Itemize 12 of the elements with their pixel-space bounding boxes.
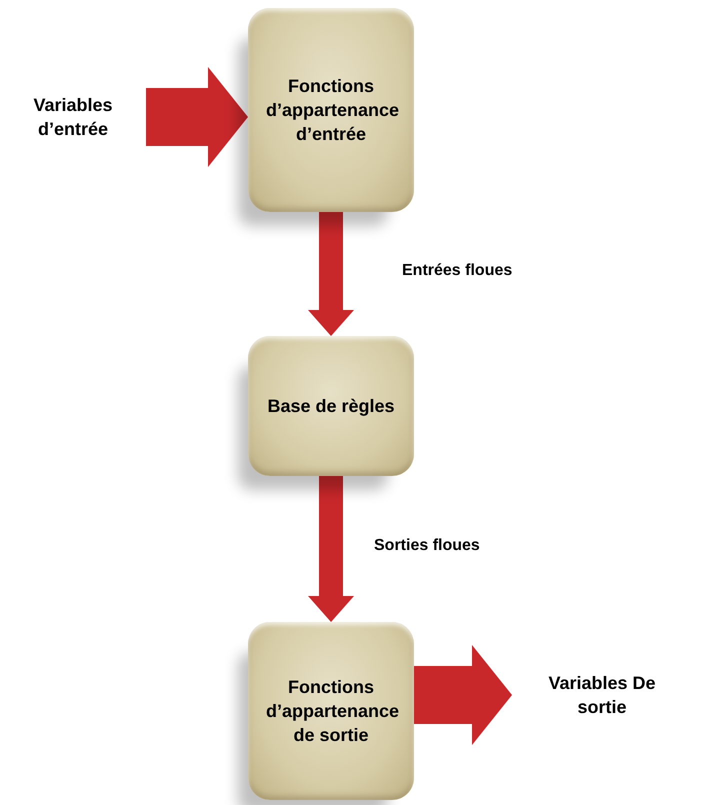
box-label: Fonctions d’appartenance d’entrée: [266, 74, 396, 146]
block-arrow: [414, 645, 512, 745]
box-label: Base de règles: [267, 394, 395, 418]
box-label: Fonctions d’appartenance de sortie: [266, 676, 396, 748]
io-label: Variables d’entrée: [32, 94, 114, 141]
io-label: Variables De sortie: [547, 672, 657, 719]
block-arrow: [146, 67, 248, 167]
block-arrow: [308, 476, 354, 622]
process-box: [248, 336, 414, 476]
block-arrow: [308, 212, 354, 336]
process-box: [248, 8, 414, 212]
process-box: [248, 622, 414, 800]
